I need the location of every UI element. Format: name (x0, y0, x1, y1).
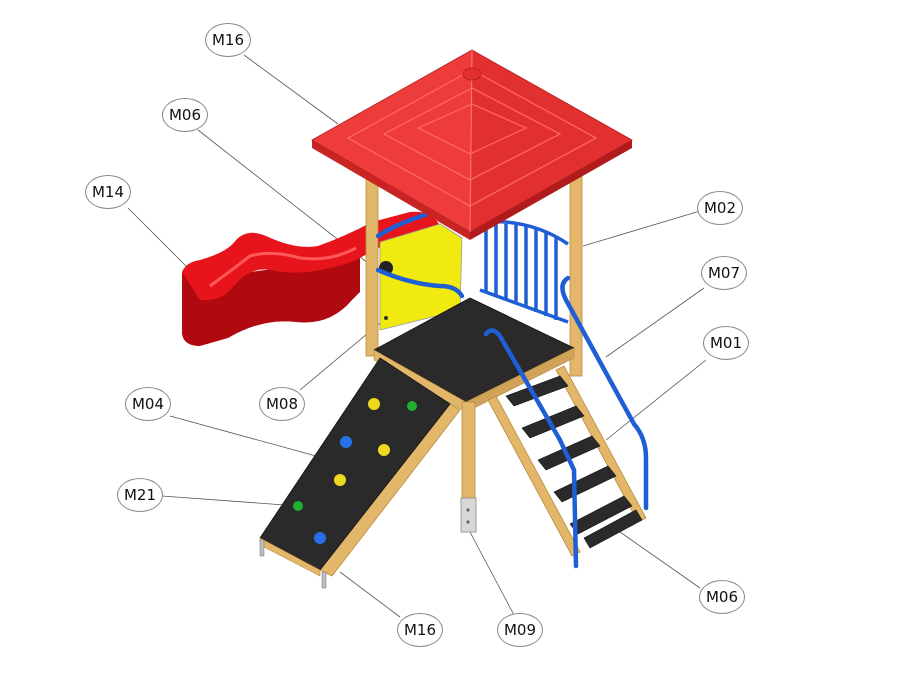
hold-yellow-icon (334, 474, 346, 486)
hold-yellow-icon (368, 398, 380, 410)
wall-foot-left (259, 539, 265, 557)
stair-treads (505, 375, 643, 549)
wall-foot-right (321, 571, 327, 589)
baluster-fence (479, 219, 569, 324)
roof-left-face (311, 49, 473, 233)
deck (373, 297, 575, 413)
slide-entry-rail-lower (375, 267, 465, 299)
climbing-holds (293, 398, 417, 544)
stairs (487, 365, 647, 557)
handrail-left (483, 328, 579, 569)
front-post (460, 401, 477, 533)
leader-c8 (169, 415, 317, 457)
slide-chute-highlight (209, 246, 357, 288)
leader-c3 (127, 207, 191, 271)
hold-green-icon (293, 501, 303, 511)
leader-c6 (605, 359, 707, 441)
leader-c5 (605, 287, 705, 358)
handrail-right (560, 275, 649, 511)
leader-c4 (582, 210, 701, 247)
panel-bolt-icon (384, 316, 388, 320)
handrails (375, 211, 649, 569)
hold-blue-icon (340, 436, 352, 448)
climbing-wall (259, 357, 461, 589)
leader-c10 (619, 531, 701, 589)
fence-bottom-rail (479, 288, 569, 324)
roof-front-left (312, 140, 470, 240)
hold-yellow-icon (378, 444, 390, 456)
side-panel (379, 223, 463, 331)
leader-c9 (161, 495, 299, 507)
post-back-right (569, 175, 583, 377)
leader-c1 (243, 54, 339, 125)
stair-stringer-left (487, 395, 581, 557)
pyramid-roof (311, 49, 633, 240)
leader-c11 (339, 571, 401, 618)
slide-entry-rail (375, 211, 431, 239)
leader-lines (127, 54, 707, 618)
leader-c12 (469, 531, 515, 616)
hold-blue-icon (314, 532, 326, 544)
roof-tiers (346, 69, 598, 207)
roof-finial-icon (462, 67, 482, 81)
panel-face (379, 223, 463, 331)
post-anchor (460, 497, 477, 533)
roof-front-right (470, 140, 632, 240)
hold-green-icon (407, 401, 417, 411)
roof-right-face (469, 49, 633, 233)
